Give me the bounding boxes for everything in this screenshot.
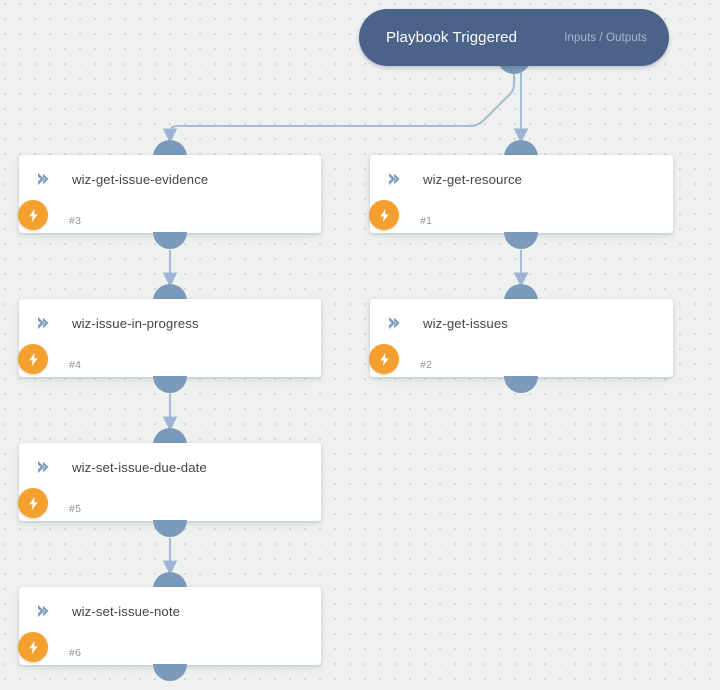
chevron-double-right-icon [389,173,400,185]
node-wiz-get-resource[interactable]: wiz-get-resource #1 [369,155,673,233]
lightning-bolt-icon[interactable] [18,344,48,374]
node-title: wiz-set-issue-note [72,603,181,619]
node-header: wiz-get-issue-evidence [19,155,321,203]
port-out-set-issue-due-date[interactable] [153,520,187,537]
chevron-double-right-icon [38,461,49,473]
node-footer: #2 [369,344,673,377]
port-in-set-issue-note[interactable] [153,572,187,589]
chevron-double-right-icon [389,317,400,329]
node-title: wiz-set-issue-due-date [72,459,207,475]
node-footer: #1 [369,200,673,233]
node-index-label: #5 [69,503,82,515]
port-out-get-issue-evidence[interactable] [153,232,187,249]
node-wiz-get-issues[interactable]: wiz-get-issues #2 [369,299,673,377]
port-in-get-resource[interactable] [504,140,538,157]
trigger-title: Playbook Triggered [386,29,518,46]
node-footer: #3 [18,200,321,233]
node-index-label: #1 [420,215,433,227]
node-header: wiz-issue-in-progress [19,299,321,347]
port-in-issue-in-progress[interactable] [153,284,187,301]
lightning-bolt-icon[interactable] [18,632,48,662]
node-wiz-set-issue-note[interactable]: wiz-set-issue-note #6 [18,587,321,665]
chevron-double-right-icon [38,317,49,329]
port-in-set-issue-due-date[interactable] [153,428,187,445]
lightning-bolt-icon[interactable] [18,488,48,518]
node-wiz-set-issue-due-date[interactable]: wiz-set-issue-due-date #5 [18,443,321,521]
edge-trigger-to-get-issue-evidence [162,72,516,144]
node-playbook-triggered[interactable]: Playbook Triggered Inputs / Outputs [359,9,669,66]
port-out-set-issue-note[interactable] [153,664,187,681]
node-footer: #5 [18,488,321,521]
trigger-inputs-outputs-label[interactable]: Inputs / Outputs [564,31,647,44]
node-wiz-get-issue-evidence[interactable]: wiz-get-issue-evidence #3 [18,155,321,233]
node-header: wiz-set-issue-note [19,587,321,635]
node-title: wiz-get-issues [423,315,508,331]
port-in-get-issue-evidence[interactable] [153,140,187,157]
lightning-bolt-icon[interactable] [369,200,399,230]
chevron-double-right-icon [38,173,49,185]
node-header: wiz-set-issue-due-date [19,443,321,491]
chevron-double-right-icon [38,605,49,617]
node-index-label: #6 [69,647,82,659]
node-footer: #6 [18,632,321,665]
node-index-label: #4 [69,359,82,371]
node-header: wiz-get-resource [370,155,673,203]
node-wiz-issue-in-progress[interactable]: wiz-issue-in-progress #4 [18,299,321,377]
node-header: wiz-get-issues [370,299,673,347]
node-title: wiz-get-resource [423,171,523,187]
port-out-issue-in-progress[interactable] [153,376,187,393]
node-index-label: #2 [420,359,433,371]
lightning-bolt-icon[interactable] [18,200,48,230]
node-footer: #4 [18,344,321,377]
lightning-bolt-icon[interactable] [369,344,399,374]
port-in-get-issues[interactable] [504,284,538,301]
node-title: wiz-get-issue-evidence [72,171,209,187]
port-out-get-resource[interactable] [504,232,538,249]
port-out-get-issues[interactable] [504,376,538,393]
node-index-label: #3 [69,215,82,227]
node-title: wiz-issue-in-progress [72,315,199,331]
